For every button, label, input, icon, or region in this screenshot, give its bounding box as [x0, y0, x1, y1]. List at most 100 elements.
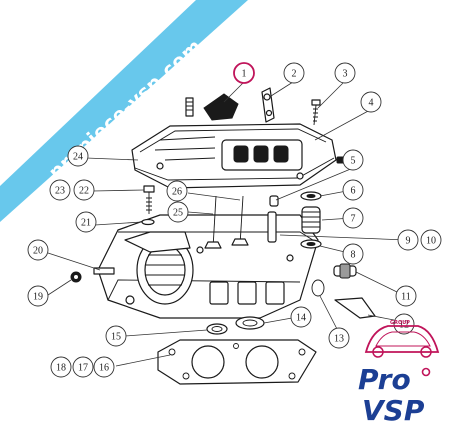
logo-word-bottom: VSP: [362, 394, 425, 427]
callout-circle-26: [166, 180, 188, 202]
callout-22: 22: [73, 179, 95, 201]
callout-label-16: 16: [99, 363, 109, 374]
cover-stud: [185, 97, 194, 117]
callout-25: 25: [167, 201, 189, 223]
spring-retainer: [300, 191, 322, 201]
callout-18: 18: [50, 356, 72, 378]
callout-circle-8: [342, 243, 364, 265]
temperature-sensor: [333, 263, 357, 279]
callout-label-18: 18: [56, 363, 66, 374]
callout-19: 19: [27, 285, 49, 307]
callout-circle-3: [334, 62, 356, 84]
valve-guide: [267, 211, 277, 243]
callout-circle-24: [67, 145, 89, 167]
callout-circle-4: [360, 91, 382, 113]
intake-stud: [93, 267, 115, 275]
callout-circle-17: [72, 356, 94, 378]
callout-circle-12: [393, 313, 415, 335]
callout-label-17: 17: [78, 363, 88, 374]
callout-label-26: 26: [172, 187, 182, 198]
callout-1: 1: [233, 62, 255, 84]
callout-label-3: 3: [343, 69, 348, 80]
callout-label-19: 19: [33, 292, 43, 303]
callout-label-9: 9: [406, 236, 411, 247]
callout-label-5: 5: [351, 156, 356, 167]
callout-circle-9: [397, 229, 419, 251]
callout-circle-7: [342, 207, 364, 229]
callout-label-20: 20: [33, 246, 43, 257]
callout-label-13: 13: [334, 334, 344, 345]
callout-circle-2: [283, 62, 305, 84]
callout-label-24: 24: [73, 152, 83, 163]
callout-label-11: 11: [401, 292, 411, 303]
callout-24: 24: [67, 145, 89, 167]
valve-cover: [131, 123, 337, 189]
callout-circle-18: [50, 356, 72, 378]
callout-circle-22: [73, 179, 95, 201]
callout-label-22: 22: [79, 186, 89, 197]
seal-large: [235, 316, 265, 330]
leader-lines: [47, 81, 408, 367]
callout-11: 11: [395, 285, 417, 307]
callout-circle-19: [27, 285, 49, 307]
callout-circle-20: [27, 239, 49, 261]
callout-9: 9: [397, 229, 419, 251]
callout-8: 8: [342, 243, 364, 265]
callout-label-8: 8: [351, 250, 356, 261]
logo-group-text: GROUP: [390, 320, 410, 326]
callout-label-1: 1: [242, 69, 247, 80]
callout-20: 20: [27, 239, 49, 261]
callout-26: 26: [166, 180, 188, 202]
valve-spring-cap: [269, 195, 279, 207]
callout-16: 16: [93, 356, 115, 378]
callout-circle-15: [105, 325, 127, 347]
callout-circle-1: [233, 62, 255, 84]
car-icon: [364, 325, 440, 358]
callout-label-25: 25: [173, 208, 183, 219]
callout-4: 4: [360, 91, 382, 113]
cover-bolt: [311, 99, 321, 126]
callout-circle-10: [420, 229, 442, 251]
callout-23: 23: [49, 179, 71, 201]
oil-filler-cap: [203, 93, 239, 121]
callout-circle-13: [328, 327, 350, 349]
callout-label-23: 23: [55, 186, 65, 197]
callout-3: 3: [334, 62, 356, 84]
valves: [204, 195, 249, 249]
callout-circle-14: [290, 306, 312, 328]
callout-2: 2: [283, 62, 305, 84]
callout-label-2: 2: [292, 69, 297, 80]
callout-label-15: 15: [111, 332, 121, 343]
callout-label-14: 14: [296, 313, 306, 324]
callout-label-4: 4: [369, 98, 374, 109]
callout-circle-6: [342, 179, 364, 201]
breather-bracket: [261, 87, 275, 123]
valve-spring: [301, 206, 321, 234]
washer: [141, 218, 155, 226]
o-ring: [311, 279, 325, 297]
spring-seat: [300, 239, 322, 249]
callout-circle-21: [75, 211, 97, 233]
callout-circle-16: [93, 356, 115, 378]
parts-layer: [70, 87, 376, 385]
callout-21: 21: [75, 211, 97, 233]
callout-circle-5: [342, 149, 364, 171]
callout-circle-11: [395, 285, 417, 307]
callout-17: 17: [72, 356, 94, 378]
cylinder-head: [97, 214, 319, 319]
callout-label-6: 6: [351, 186, 356, 197]
head-bolt: [143, 185, 155, 214]
logo-dot-icon: [421, 367, 431, 377]
callout-14: 14: [290, 306, 312, 328]
callout-label-10: 10: [426, 236, 436, 247]
callout-label-12: 12: [399, 320, 409, 331]
seal-small: [206, 323, 228, 335]
callout-15: 15: [105, 325, 127, 347]
head-gasket: [157, 339, 317, 385]
callout-label-21: 21: [81, 218, 91, 229]
callout-10: 10: [420, 229, 442, 251]
callout-5: 5: [342, 149, 364, 171]
callout-12: 12: [393, 313, 415, 335]
